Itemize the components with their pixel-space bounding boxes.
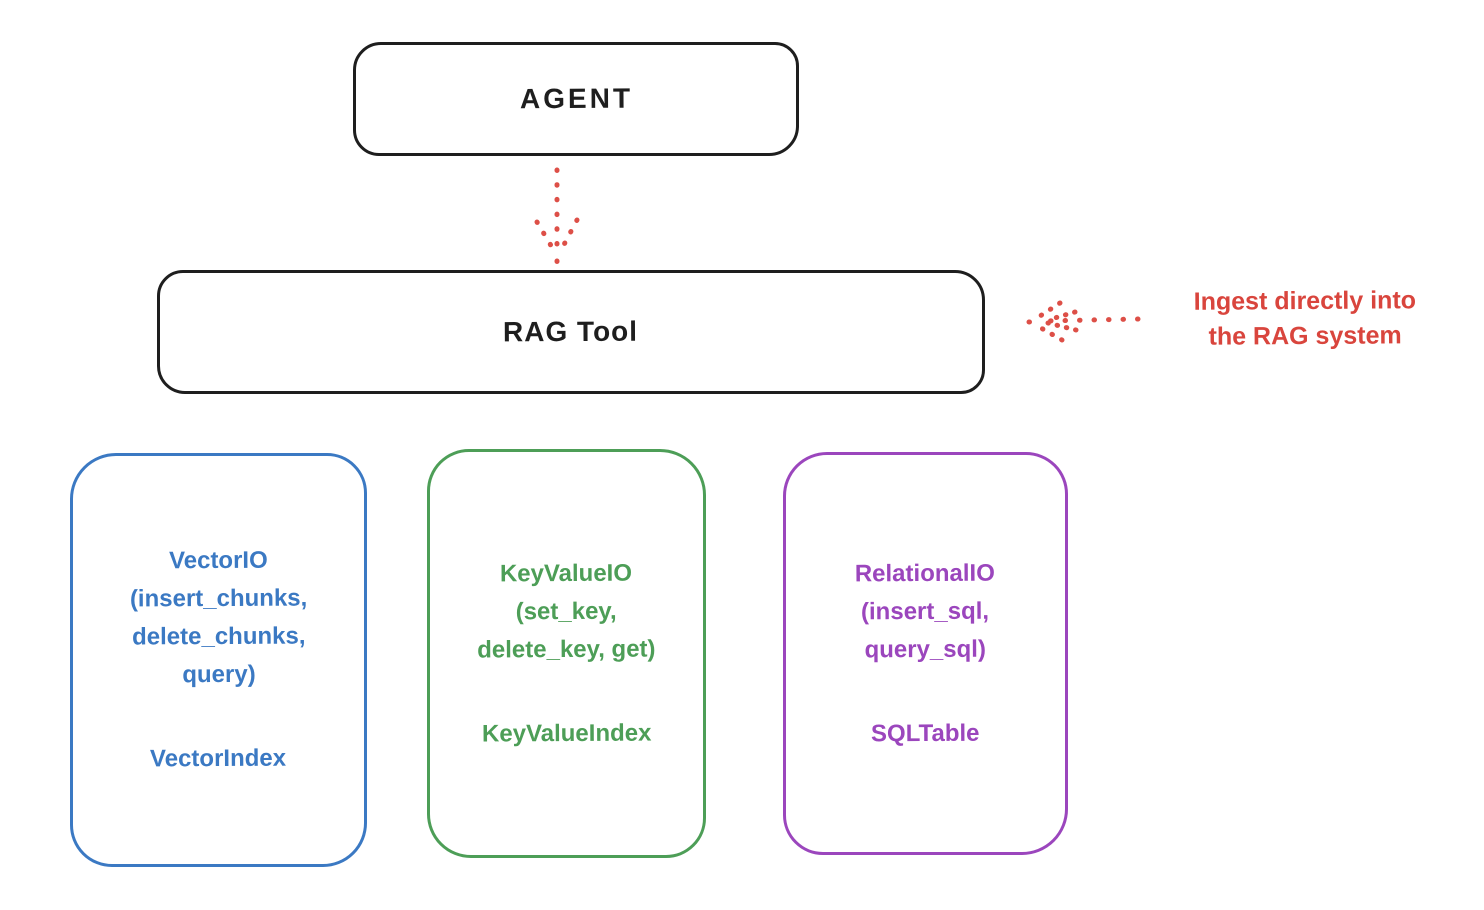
agent-to-rag-arrow	[534, 167, 580, 264]
agent-label: AGENT	[519, 82, 633, 115]
relational-io-methods: RelationalIO (insert_sql, query_sql)	[855, 559, 996, 663]
keyvalue-index-label: KeyValueIndex	[481, 719, 652, 747]
rag-tool-label: RAG Tool	[503, 315, 639, 348]
sql-table-label: SQLTable	[871, 719, 980, 747]
agent-node: AGENT	[353, 42, 799, 156]
vector-index-label: VectorIndex	[150, 744, 287, 773]
vector-io-methods: VectorIO (insert_chunks, delete_chunks, …	[129, 546, 308, 689]
keyvalue-io-node: KeyValueIO (set_key, delete_key, get) Ke…	[427, 449, 706, 858]
vector-io-node: VectorIO (insert_chunks, delete_chunks, …	[70, 453, 367, 867]
relational-io-node: RelationalIO (insert_sql, query_sql) SQL…	[783, 452, 1068, 855]
ingest-to-rag-arrow	[1026, 300, 1141, 343]
rag-tool-node: RAG Tool	[157, 270, 985, 394]
keyvalue-io-methods: KeyValueIO (set_key, delete_key, get)	[477, 559, 656, 663]
ingest-annotation: Ingest directly into the RAG system	[1193, 286, 1417, 351]
